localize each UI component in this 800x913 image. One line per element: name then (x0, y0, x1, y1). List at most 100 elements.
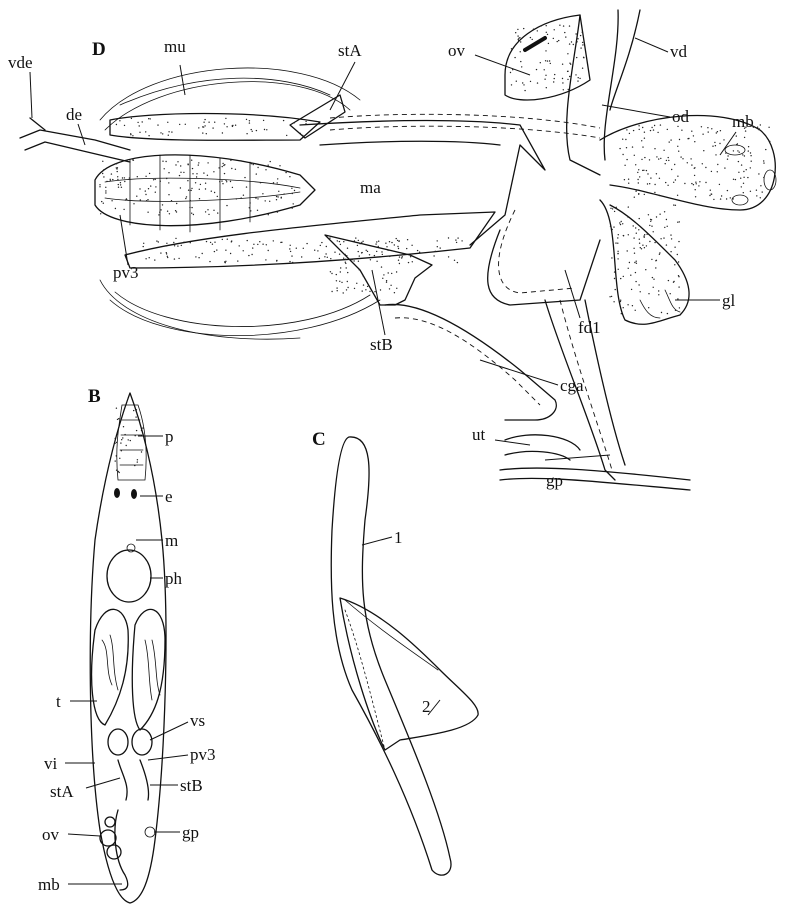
stipple-dot (613, 226, 615, 228)
stipple-dot (115, 163, 118, 165)
stipple-dot (351, 259, 353, 261)
stipple-dot (692, 135, 695, 137)
stipple-dot (634, 309, 636, 311)
stipple-dot (649, 129, 652, 132)
stipple-dot (346, 255, 348, 257)
stipple-dot (635, 280, 637, 283)
stipple-dot (213, 191, 216, 194)
stipple-dot (670, 234, 672, 236)
stipple-dot (343, 241, 345, 243)
stipple-dot (231, 125, 234, 128)
stipple-dot (397, 259, 400, 261)
stipple-dot (568, 43, 571, 45)
stipple-dot (225, 179, 227, 182)
stipple-dot (319, 244, 321, 247)
stipple-dot (544, 78, 546, 80)
stipple-dot (641, 140, 643, 142)
stipple-dot (138, 125, 140, 127)
stipple-dot (137, 121, 139, 124)
stipple-dot (667, 156, 669, 159)
stipple-dot (160, 252, 162, 254)
stipple-dot (611, 257, 613, 259)
stipple-dot (654, 148, 656, 150)
stipple-dot (639, 176, 641, 178)
stipple-dot (340, 267, 342, 269)
stipple-dot (336, 287, 338, 289)
stipple-dot (632, 225, 634, 227)
stipple-dot (183, 241, 185, 243)
stipple-dot (221, 180, 223, 182)
stipple-dot (436, 240, 438, 242)
stipple-dot (223, 123, 226, 125)
stipple-dot (627, 234, 629, 236)
stipple-dot (191, 159, 193, 161)
stipple-dot (644, 234, 646, 236)
stipple-dot (622, 234, 625, 237)
stipple-dot (745, 169, 747, 171)
stipple-dot (638, 242, 641, 244)
stipple-dot (218, 167, 220, 169)
stipple-dot (547, 42, 550, 45)
stipple-dot (702, 133, 704, 135)
stipple-dot (346, 280, 348, 283)
stipple-dot (715, 132, 717, 134)
stipple-dot (357, 260, 360, 262)
stipple-dot (620, 299, 622, 301)
stipple-dot (625, 138, 627, 141)
stipple-dot (622, 307, 624, 309)
stipple-dot (631, 305, 634, 307)
stipple-dot (277, 196, 279, 198)
stipple-dot (627, 216, 629, 218)
stipple-dot (276, 182, 278, 184)
stipple-dot (99, 184, 101, 186)
stipple-dot (624, 164, 626, 166)
stipple-dot (540, 25, 543, 27)
stipple-dot (119, 182, 122, 184)
stipple-dot (666, 128, 668, 131)
stipple-dot (117, 176, 119, 178)
stipple-dot (617, 242, 619, 244)
stipple-dot (205, 240, 208, 243)
stipple-dot (433, 255, 435, 257)
stipple-dot (562, 82, 564, 84)
stipple-dot (362, 240, 364, 242)
stipple-dot (670, 238, 673, 240)
stipple-dot (221, 165, 223, 168)
label-gl: gl (722, 291, 736, 310)
stipple-dot (211, 243, 214, 245)
glands-d (599, 199, 690, 325)
stipple-dot (615, 242, 617, 244)
label-mu: mu (164, 37, 186, 56)
stipple-dot (252, 163, 254, 166)
stipple-dot (568, 89, 570, 91)
stipple-dot (223, 172, 226, 175)
stipple-dot (457, 237, 459, 239)
stipple-dot (248, 254, 250, 257)
stipple-dot (566, 70, 569, 73)
stipple-dot (735, 135, 737, 137)
label-c-1: 1 (394, 528, 403, 547)
stipple-dot (121, 177, 124, 179)
stipple-dot (769, 140, 771, 143)
stipple-dot (291, 187, 293, 189)
stipple-dot (130, 117, 133, 120)
stipple-dot (192, 213, 195, 216)
stipple-dot (267, 214, 269, 216)
stipple-dot (406, 239, 409, 241)
stipple-dot (359, 243, 361, 245)
stipple-dot (398, 262, 401, 265)
stipple-dot (439, 247, 441, 249)
stipple-dot (674, 246, 676, 248)
stipple-dot (189, 242, 191, 244)
stipple-dot (302, 134, 304, 137)
stipple-dot (620, 220, 622, 223)
stipple-dot (117, 183, 120, 186)
stipple-dot (130, 134, 132, 136)
stipple-dot (139, 199, 141, 201)
stipple-dot (569, 62, 571, 64)
stipple-dot (743, 136, 746, 139)
stipple-dot (674, 309, 677, 311)
stipple-dot (638, 217, 640, 220)
stipple-dot (740, 186, 742, 188)
stipple-dot (699, 181, 701, 183)
